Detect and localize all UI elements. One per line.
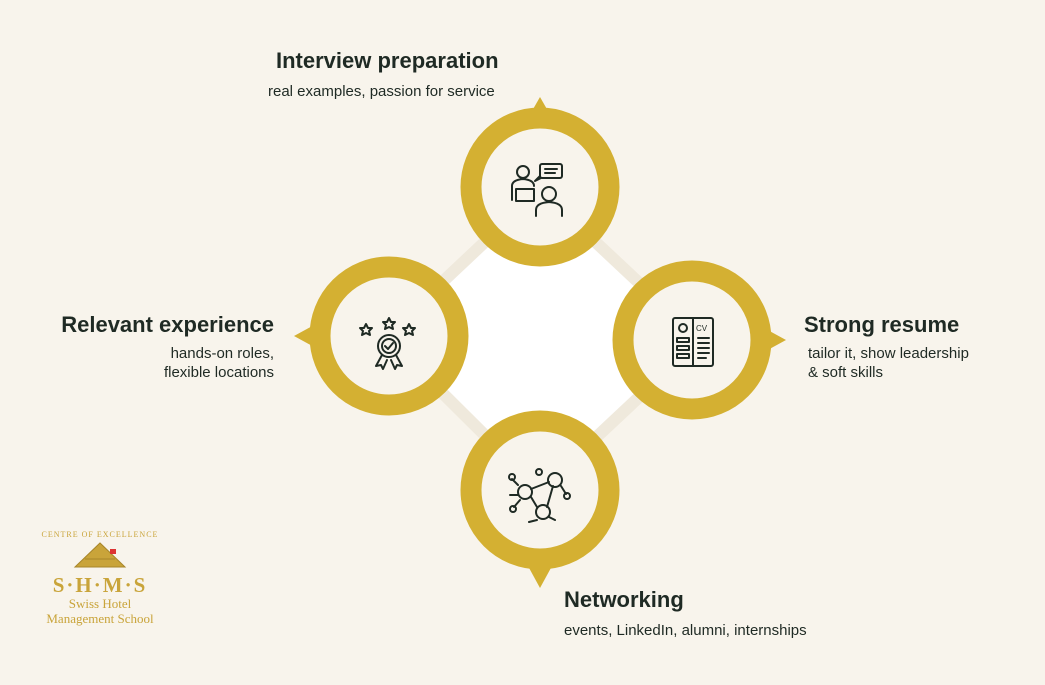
item-experience: Relevant experience hands-on roles, flex… <box>20 312 274 382</box>
item-desc: events, LinkedIn, alumni, internships <box>564 622 807 639</box>
network-icon <box>508 468 571 523</box>
item-title: Relevant experience <box>61 312 274 337</box>
circle-bottom <box>460 410 620 570</box>
item-title: Networking <box>564 587 684 612</box>
item-networking: Networking events, LinkedIn, alumni, int… <box>564 587 807 640</box>
cv-document-icon <box>672 317 714 367</box>
item-title: Interview preparation <box>276 48 499 73</box>
logo-line1: Swiss Hotel <box>68 596 132 611</box>
interview-icon <box>511 163 563 217</box>
item-desc: flexible locations <box>163 364 274 381</box>
circle-top <box>460 107 620 267</box>
item-desc: tailor it, show leadership <box>808 345 969 362</box>
item-desc: hands-on roles, <box>170 345 274 362</box>
cv-label: CV <box>696 324 708 333</box>
shms-logo: CENTRE OF EXCELLENCE S·H·M·S Swiss Hotel… <box>38 530 162 626</box>
item-title: Strong resume <box>804 312 960 337</box>
award-badge-icon <box>359 317 416 370</box>
logo-arc-text: CENTRE OF EXCELLENCE <box>41 530 159 539</box>
item-desc: real examples, passion for service <box>268 83 495 100</box>
item-desc: & soft skills <box>808 364 884 381</box>
item-resume: Strong resume tailor it, show leadership… <box>804 312 969 382</box>
logo-initials: S·H·M·S <box>52 573 148 597</box>
logo-line2: Management School <box>46 611 154 626</box>
pointer-bottom <box>528 566 552 588</box>
chalet-icon <box>73 542 127 568</box>
